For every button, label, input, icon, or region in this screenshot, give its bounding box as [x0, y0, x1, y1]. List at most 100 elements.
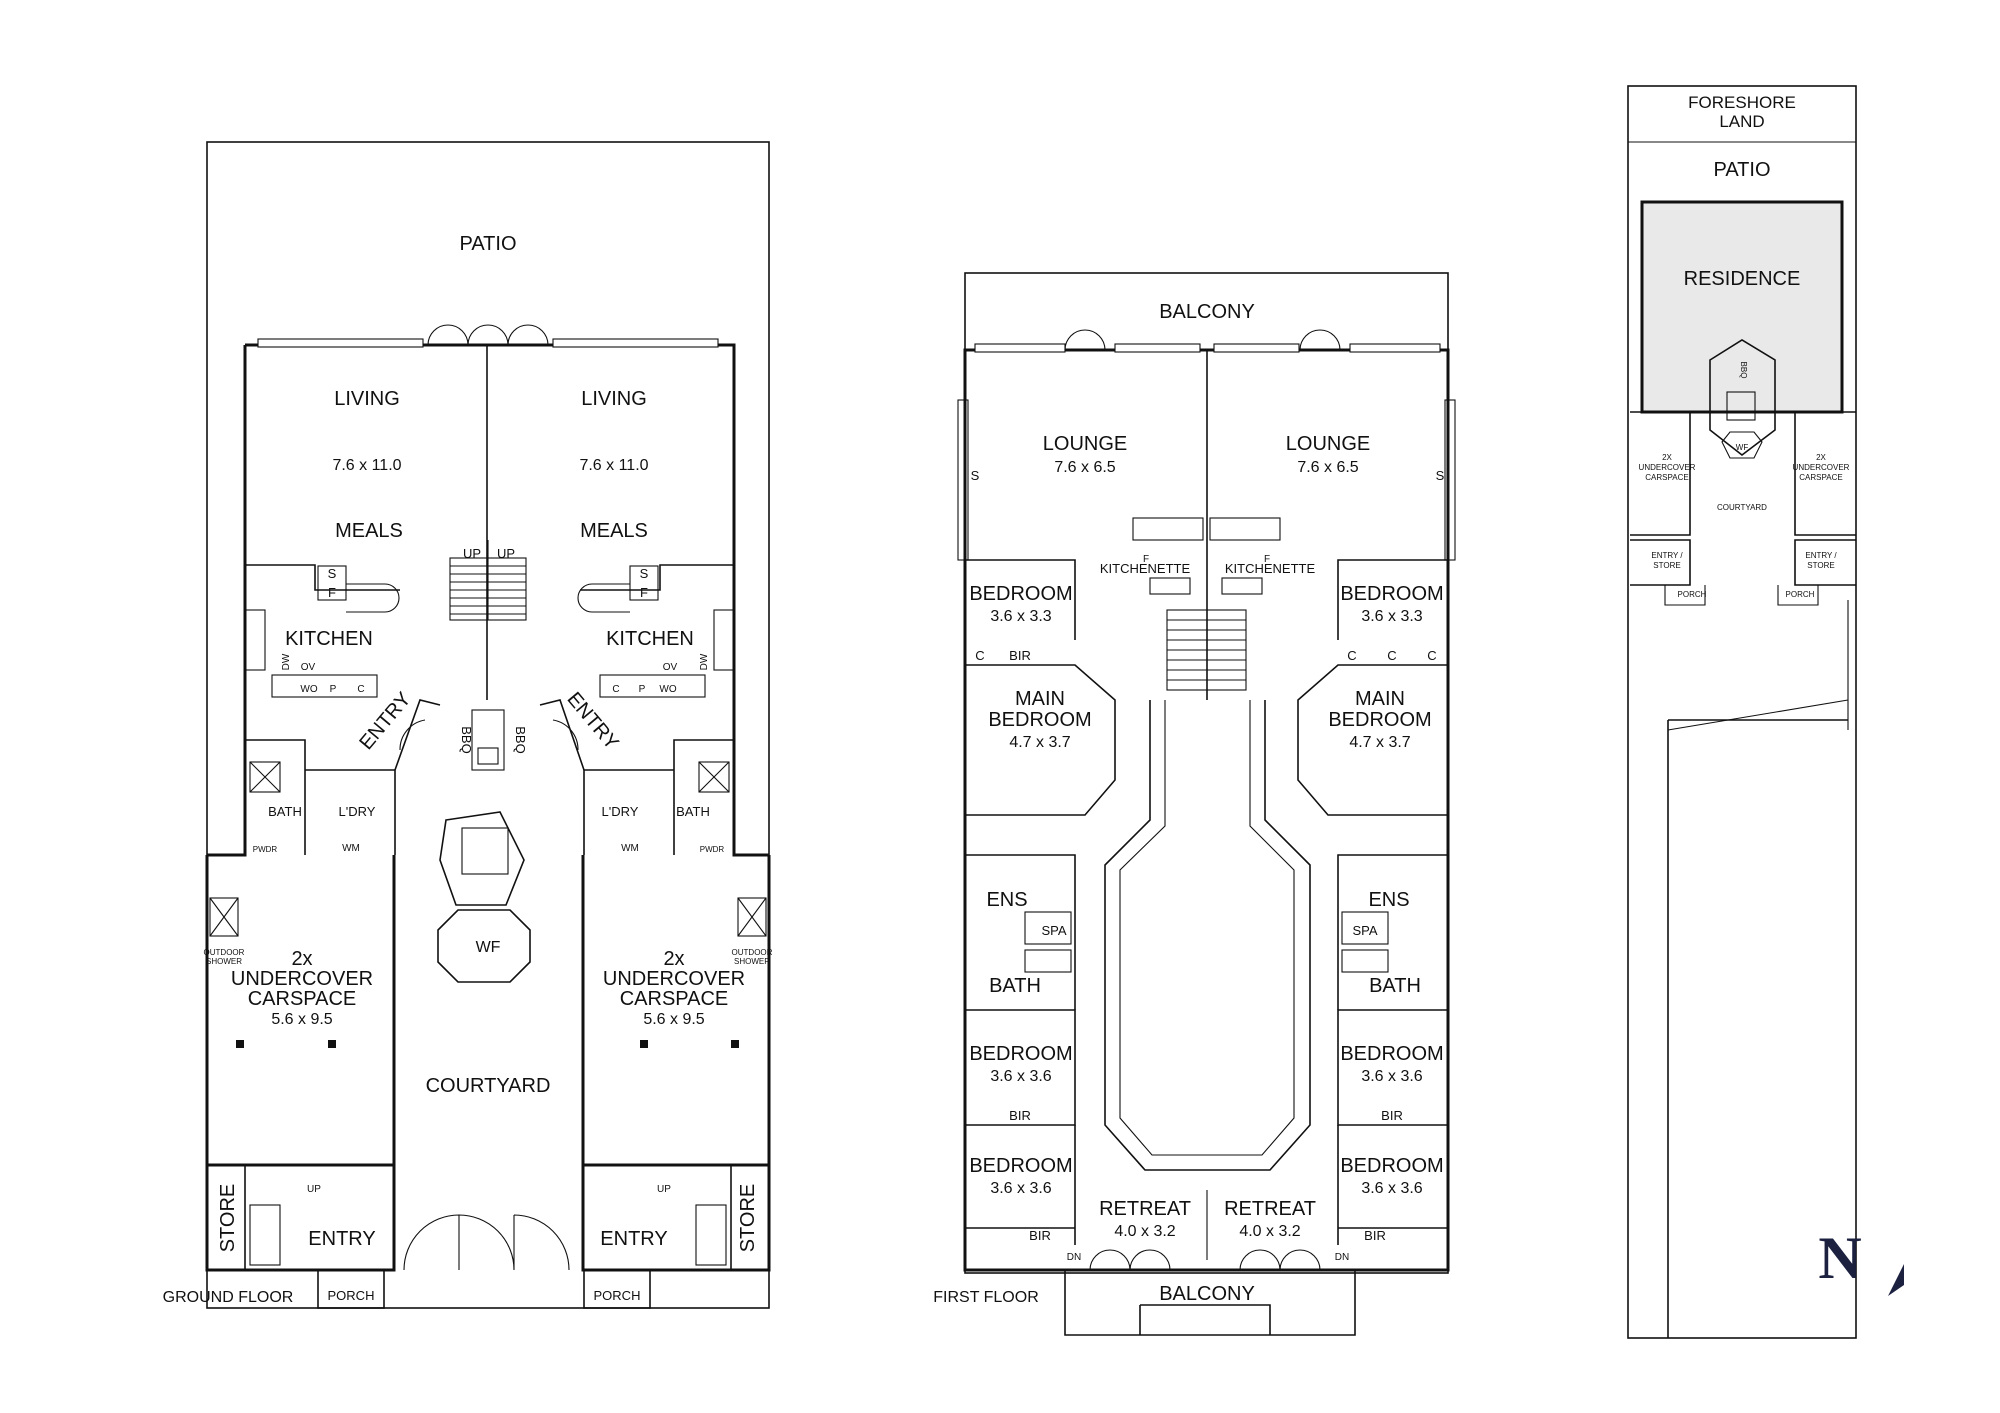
gf-entry-right-wall: [539, 699, 585, 771]
site-residence-block: [1640, 200, 1844, 414]
ff-c-right-1: C: [1347, 648, 1356, 663]
ff-bath-right: [1341, 949, 1389, 973]
gf-patio-doors: [427, 324, 549, 346]
ff-bedroom3-right-wall: [1337, 1009, 1448, 1126]
gf-c-right: C: [612, 684, 619, 695]
gf-wo-right: WO: [659, 684, 676, 695]
gf-patio-label: PATIO: [459, 233, 516, 255]
gf-front-stairs-left: [249, 1204, 281, 1266]
gf-living-left-label: LIVING: [334, 388, 400, 410]
ground-site-boundary: [206, 141, 770, 1309]
site-bbq-label: BBQ: [1739, 362, 1748, 379]
gf-s-left: S: [328, 566, 337, 581]
site-residence-label: RESIDENCE: [1684, 268, 1801, 290]
gf-outdoor-shower-left-2: SHOWER: [206, 957, 242, 966]
ff-main-left-1: MAIN: [1015, 688, 1065, 710]
ff-main-bedroom-right-wall: [1297, 664, 1448, 816]
ff-bath-left: [1024, 949, 1072, 973]
ff-spa-right: [1341, 911, 1389, 945]
gf-fridge-left: [317, 565, 347, 601]
ff-main-left-dim: 4.7 x 3.7: [1009, 734, 1070, 751]
ff-spa-left: [1024, 911, 1072, 945]
gf-outdoor-shower-right-1: OUTDOOR: [732, 948, 773, 957]
gf-carspace-left-2: UNDERCOVER: [231, 968, 373, 990]
ff-balcony-doors: [1064, 329, 1341, 351]
ff-s-right: S: [1436, 468, 1445, 483]
gf-fridge-right: [629, 565, 659, 601]
gf-outdoor-shower-right: [737, 897, 767, 937]
ff-ens-right-label: ENS: [1368, 889, 1409, 911]
ff-kitchenette-left-label: KITCHENETTE: [1100, 561, 1191, 576]
site-entry-stores: [1630, 539, 1856, 586]
gf-pwdr-right: PWDR: [700, 845, 725, 854]
ff-ens-left-wall: [965, 854, 1076, 1010]
gf-pwdr-left: PWDR: [253, 845, 278, 854]
gf-entry-block-left: [205, 1163, 396, 1272]
gf-outdoor-shower-left: [209, 897, 239, 937]
gf-porch-left: [317, 1269, 385, 1309]
site-courtyard-feature: [1709, 339, 1776, 457]
ff-dn-left: DN: [1067, 1252, 1081, 1263]
ff-s-left: S: [971, 468, 980, 483]
ff-balcony-south-label: BALCONY: [1159, 1283, 1255, 1305]
site-driveway: [1667, 719, 1848, 1338]
gf-shower-left: [249, 761, 281, 793]
gf-house-wall-left: [207, 345, 247, 857]
gf-entry-block-right: [581, 1163, 771, 1272]
gf-f-right: F: [640, 585, 648, 600]
site-garden-edge: [1667, 600, 1849, 731]
gf-carport-right-walls: [581, 855, 771, 1165]
gf-store-right-label: STORE: [737, 1184, 759, 1253]
gf-outdoor-shower-left-1: OUTDOOR: [204, 948, 245, 957]
ff-dn-right: DN: [1335, 1252, 1349, 1263]
ff-stair-treads: [1167, 619, 1246, 681]
site-plan: FORESHORE LAND PATIO RESIDENCE 2X UNDERC…: [1627, 85, 1857, 1339]
gf-post: [640, 1040, 648, 1048]
ff-window: [974, 343, 1066, 353]
gf-entry-right-door: [552, 719, 579, 751]
ff-balcony-north-label: BALCONY: [1159, 301, 1255, 323]
site-carspace-left-1: 2X: [1662, 453, 1672, 462]
gf-carspace-left-1: 2x: [291, 948, 312, 970]
ff-bir-left-3: BIR: [1029, 1228, 1051, 1243]
gf-up-front-right: UP: [657, 1184, 671, 1195]
gf-s-right: S: [640, 566, 649, 581]
ff-c-right-3: C: [1427, 648, 1436, 663]
site-porch-right: PORCH: [1786, 590, 1815, 599]
ff-kitchenette-left-bench: [1132, 517, 1204, 541]
gf-dw-right: [713, 609, 735, 671]
gf-entry-right-label: ENTRY: [563, 688, 623, 754]
north-arrow: N: [1818, 1225, 1904, 1296]
ff-bedroom3-right-label: BEDROOM: [1340, 1043, 1443, 1065]
gf-wm-left: WM: [342, 843, 360, 854]
north-arrow-icon: [1888, 1264, 1904, 1296]
site-wf-square: [1726, 391, 1756, 421]
ff-lounge-right-label: LOUNGE: [1286, 433, 1370, 455]
site-carspace-right-2: UNDERCOVER: [1793, 463, 1850, 472]
site-carspace-left-3: CARSPACE: [1645, 473, 1688, 482]
gf-entry-front-left: ENTRY: [308, 1228, 375, 1250]
ff-window-east: [1444, 399, 1456, 561]
ff-main-right-1: MAIN: [1355, 688, 1405, 710]
gf-window: [552, 338, 719, 348]
gf-carport-left-walls: [205, 855, 396, 1165]
site-foreshore-2: LAND: [1719, 112, 1764, 131]
ff-retreat-right-label: RETREAT: [1224, 1198, 1316, 1220]
gf-wf-top: [439, 811, 525, 906]
gf-carspace-left-3: CARSPACE: [248, 988, 357, 1010]
gf-house-wall-right: [245, 343, 769, 857]
site-carports: [1630, 411, 1856, 536]
gf-living-right-dim: 7.6 x 11.0: [579, 457, 648, 474]
ff-bedroom1-left-dim: 3.6 x 3.3: [990, 608, 1051, 625]
ff-bedroom4-right-label: BEDROOM: [1340, 1155, 1443, 1177]
ff-bir-left-2: BIR: [1009, 1108, 1031, 1123]
gf-dw-left: [244, 609, 266, 671]
gf-kitchen-wall-right: [580, 564, 734, 591]
site-courtyard-label: COURTYARD: [1717, 503, 1767, 512]
gf-up-front-left: UP: [307, 1184, 321, 1195]
gf-entry-left-door: [399, 719, 426, 751]
ff-front-balcony: [1064, 1270, 1356, 1336]
gf-courtyard-gates: [403, 1214, 570, 1271]
ff-retreat-left-dim: 4.0 x 3.2: [1114, 1223, 1175, 1240]
